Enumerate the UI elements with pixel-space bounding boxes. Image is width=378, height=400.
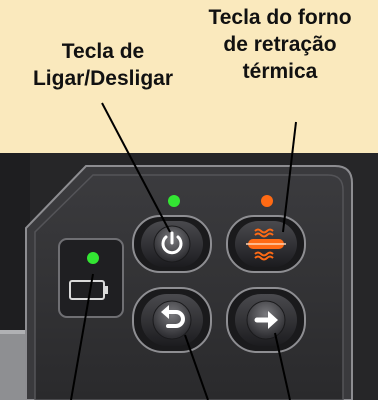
enter-button[interactable] bbox=[226, 287, 306, 353]
return-button[interactable] bbox=[132, 287, 212, 353]
battery-led bbox=[87, 252, 99, 264]
return-arrow-icon bbox=[161, 305, 185, 328]
oven-callout-line bbox=[282, 121, 297, 233]
power-callout-line bbox=[101, 102, 171, 233]
heater-icon bbox=[246, 228, 286, 261]
return-callout-line bbox=[184, 334, 209, 400]
heat-oven-key-callout: Tecla do forno de retração térmica bbox=[186, 4, 374, 85]
battery-callout-line bbox=[70, 273, 94, 400]
callout-lines bbox=[70, 102, 297, 400]
right-arrow-icon bbox=[254, 311, 278, 329]
oven-callout-line-2: de retração bbox=[223, 33, 337, 56]
battery-indicator bbox=[58, 238, 124, 318]
enter-callout-line bbox=[274, 332, 291, 400]
power-led bbox=[168, 195, 180, 207]
power-key-callout: Tecla de Ligar/Desligar bbox=[8, 38, 198, 92]
power-callout-line-2: Ligar/Desligar bbox=[32, 67, 174, 90]
power-icon bbox=[161, 231, 183, 255]
power-callout-line-1: Tecla de bbox=[61, 40, 145, 63]
heat-oven-button[interactable] bbox=[226, 215, 306, 273]
oven-callout-line-3: térmica bbox=[242, 60, 318, 83]
oven-callout-line-1: Tecla do forno bbox=[208, 6, 352, 29]
power-button[interactable] bbox=[132, 215, 212, 273]
battery-icon bbox=[69, 280, 108, 300]
heater-led bbox=[261, 195, 273, 207]
